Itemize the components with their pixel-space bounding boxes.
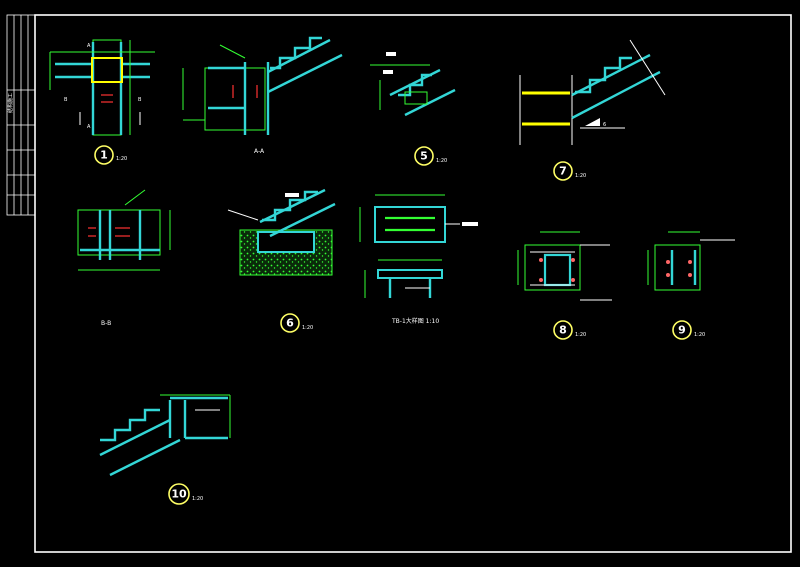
callout-a-right: A	[87, 124, 91, 130]
sheet-border	[34, 14, 792, 553]
section-b-b: B-B	[77, 189, 171, 327]
section-a-a: A-A	[182, 36, 343, 155]
tb1-detail: TB-1大样图 1:10	[359, 194, 478, 325]
detail-5-bubble	[414, 146, 434, 166]
weld-size: 6	[603, 122, 606, 128]
detail-8-number: 8	[559, 324, 567, 337]
detail-6: 6 1:20	[227, 188, 336, 333]
callout-a-left: A	[87, 43, 91, 49]
tb1-label: TB-1大样图 1:10	[391, 317, 439, 325]
detail-1-bubble	[94, 145, 114, 165]
detail-5: 5 1:20	[370, 52, 456, 166]
detail-7-number: 7	[559, 165, 567, 178]
detail-7: 6 7 1:20	[519, 39, 666, 181]
detail-5-number: 5	[420, 150, 428, 163]
detail-1-scale: 1:20	[116, 156, 127, 162]
detail-9: 9 1:20	[647, 231, 735, 340]
detail-8-scale: 1:20	[575, 332, 586, 338]
detail-7-scale: 1:20	[575, 173, 586, 179]
callout-b-right: B	[138, 97, 142, 103]
detail-1-number: 1	[100, 149, 108, 162]
detail-10-number: 10	[171, 488, 187, 501]
detail-1: B B A A 1 1:20	[49, 39, 155, 165]
detail-10-bubble	[168, 483, 190, 505]
title-block-label: 结构施工	[7, 93, 14, 113]
detail-9-number: 9	[678, 324, 686, 337]
detail-6-bubble	[280, 313, 300, 333]
detail-5-scale: 1:20	[436, 158, 447, 164]
detail-6-scale: 1:20	[302, 325, 313, 331]
detail-7-bubble	[553, 161, 573, 181]
detail-10: 10 1:20	[99, 394, 231, 505]
callout-b-left: B	[64, 97, 68, 103]
detail-9-bubble	[672, 320, 692, 340]
detail-8: 8 1:20	[517, 231, 612, 340]
section-b-label: B-B	[101, 320, 111, 327]
detail-10-scale: 1:20	[192, 496, 203, 502]
title-block: 结构施工	[6, 14, 36, 216]
detail-6-number: 6	[286, 317, 294, 330]
detail-8-bubble	[553, 320, 573, 340]
detail-9-scale: 1:20	[694, 332, 705, 338]
section-a-label: A-A	[254, 148, 265, 155]
